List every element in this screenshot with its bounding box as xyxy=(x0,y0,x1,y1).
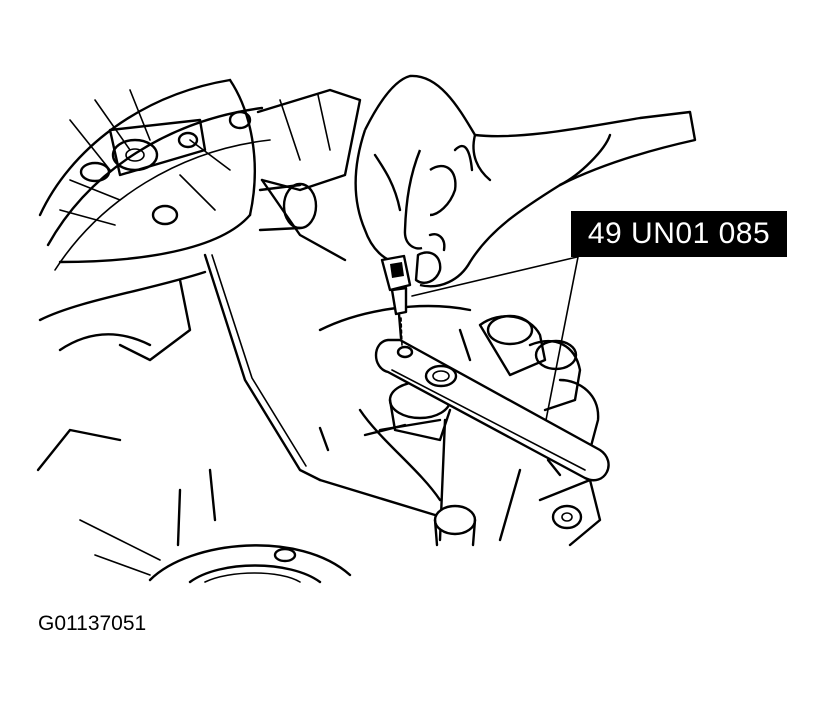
figure-id: G01137051 xyxy=(38,612,147,635)
callout-leaders xyxy=(411,256,579,421)
transmission-housing xyxy=(36,78,602,584)
pin-hole xyxy=(396,345,414,359)
special-tool-bar xyxy=(374,338,610,482)
tool-number-label: 49 UN01 085 xyxy=(571,211,787,257)
hand-with-pin xyxy=(354,74,697,347)
bolt-hole xyxy=(424,364,458,388)
